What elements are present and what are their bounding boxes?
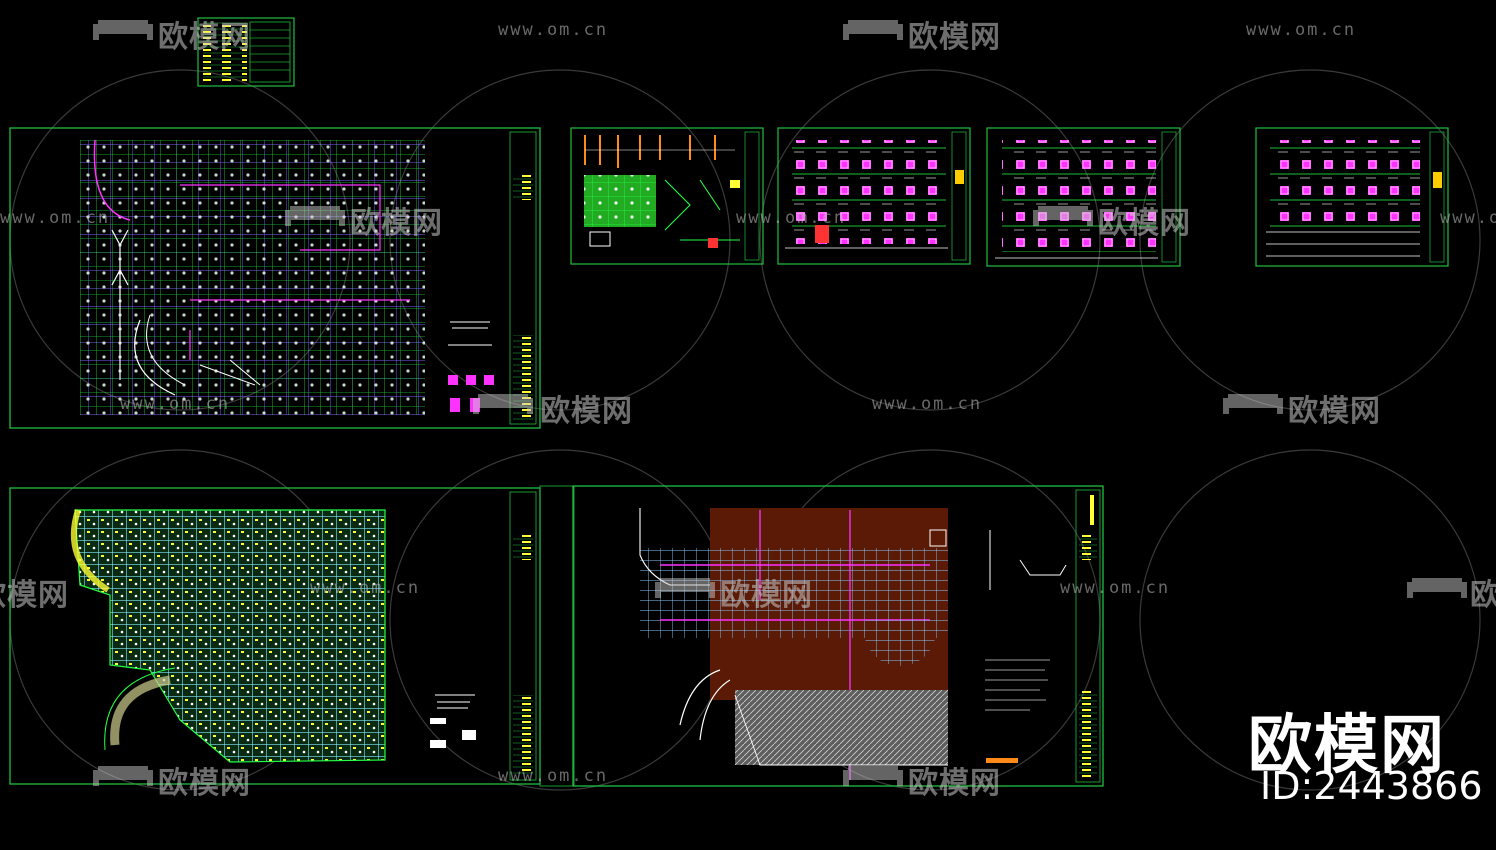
detail-sheet-2[interactable]: [777, 127, 971, 265]
foundation-plan-sheet[interactable]: [9, 127, 541, 429]
watermark-icons: [93, 20, 1467, 786]
detail-sheet-4[interactable]: [1255, 127, 1449, 267]
brand-logo-text: 欧模网: [1248, 709, 1446, 783]
detail-sheet-3[interactable]: [986, 127, 1181, 267]
slab-plan-sheet[interactable]: [539, 485, 1104, 787]
asset-id: ID:2443866: [1260, 764, 1483, 808]
index-sheet[interactable]: [197, 17, 295, 87]
detail-sheet-1[interactable]: [570, 127, 764, 265]
beam-plan-sheet[interactable]: [9, 487, 541, 785]
